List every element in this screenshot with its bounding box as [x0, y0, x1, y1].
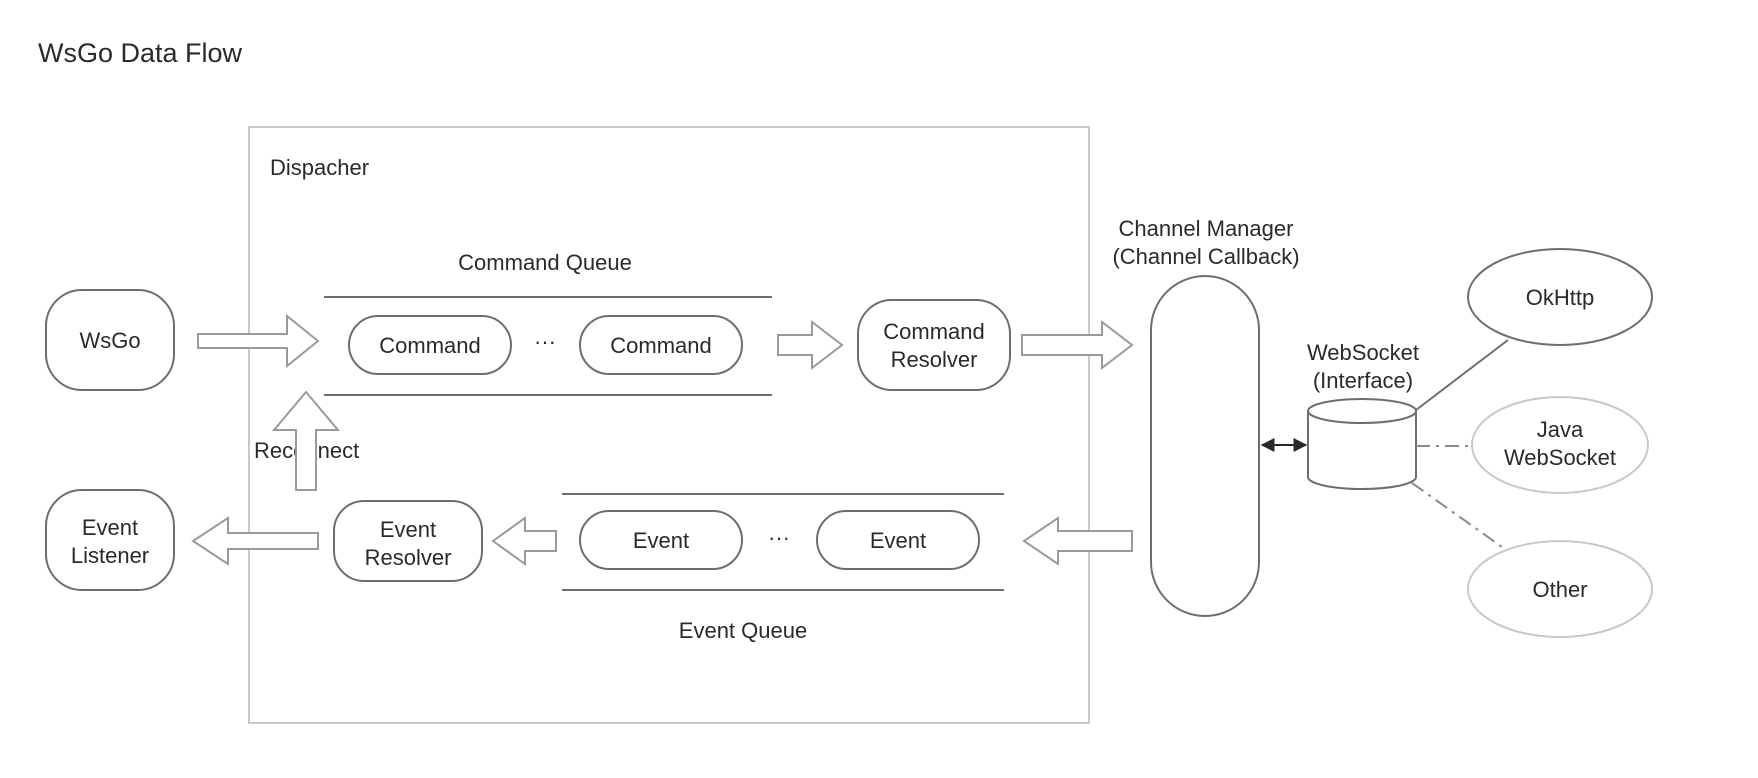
svg-text:Resolver: Resolver — [365, 545, 452, 570]
command-node-1: Command — [348, 315, 512, 375]
event-resolver-node: Event Resolver — [333, 500, 483, 582]
arrow-resolver-to-event-listener — [191, 516, 319, 566]
svg-text:Resolver: Resolver — [891, 347, 978, 372]
event-queue-label: Event Queue — [679, 618, 807, 643]
link-other — [1411, 482, 1503, 548]
command-queue-ellipsis: ··· — [534, 329, 556, 354]
svg-text:OkHttp: OkHttp — [1526, 285, 1594, 310]
dispatcher-frame — [248, 126, 1090, 724]
arrow-wsgo-to-command-queue — [197, 313, 320, 369]
okhttp-node: OkHttp — [1467, 248, 1653, 346]
channel-manager-node — [1150, 275, 1260, 617]
command-queue-label: Command Queue — [458, 250, 632, 275]
wsgo-node: WsGo — [45, 289, 175, 391]
svg-text:WsGo: WsGo — [79, 328, 140, 353]
channel-manager-label: Channel Manager — [1119, 216, 1294, 241]
websocket-interface-node — [1307, 398, 1417, 490]
svg-text:WebSocket: WebSocket — [1504, 445, 1616, 470]
link-okhttp — [1415, 339, 1509, 411]
websocket-sublabel: (Interface) — [1313, 368, 1413, 393]
arrow-reconnect-up — [271, 390, 341, 491]
command-resolver-node: Command Resolver — [857, 299, 1011, 391]
svg-text:Command: Command — [610, 333, 711, 358]
event-queue-ellipsis: ··· — [768, 525, 790, 550]
java-websocket-node: Java WebSocket — [1471, 396, 1649, 494]
arrow-resolver-to-channel-manager — [1021, 319, 1134, 371]
event-node-1: Event — [579, 510, 743, 570]
event-node-2: Event — [816, 510, 980, 570]
channel-manager-sublabel: (Channel Callback) — [1112, 244, 1299, 269]
dispatcher-label: Dispacher — [270, 155, 369, 180]
arrow-command-queue-to-resolver — [777, 319, 844, 371]
svg-text:Event: Event — [633, 528, 689, 553]
other-node: Other — [1467, 540, 1653, 638]
arrow-event-queue-to-resolver — [491, 516, 557, 566]
diagram-title: WsGo Data Flow — [38, 38, 243, 68]
svg-text:Event: Event — [870, 528, 926, 553]
websocket-label: WebSocket — [1307, 340, 1419, 365]
svg-text:Other: Other — [1532, 577, 1587, 602]
svg-text:Event: Event — [380, 517, 436, 542]
command-node-2: Command — [579, 315, 743, 375]
svg-text:Listener: Listener — [71, 543, 149, 568]
svg-text:Java: Java — [1537, 417, 1584, 442]
event-listener-node: Event Listener — [45, 489, 175, 591]
arrow-channel-manager-to-event-queue — [1022, 516, 1133, 566]
svg-text:Command: Command — [883, 319, 984, 344]
svg-text:Command: Command — [379, 333, 480, 358]
svg-text:Event: Event — [82, 515, 138, 540]
